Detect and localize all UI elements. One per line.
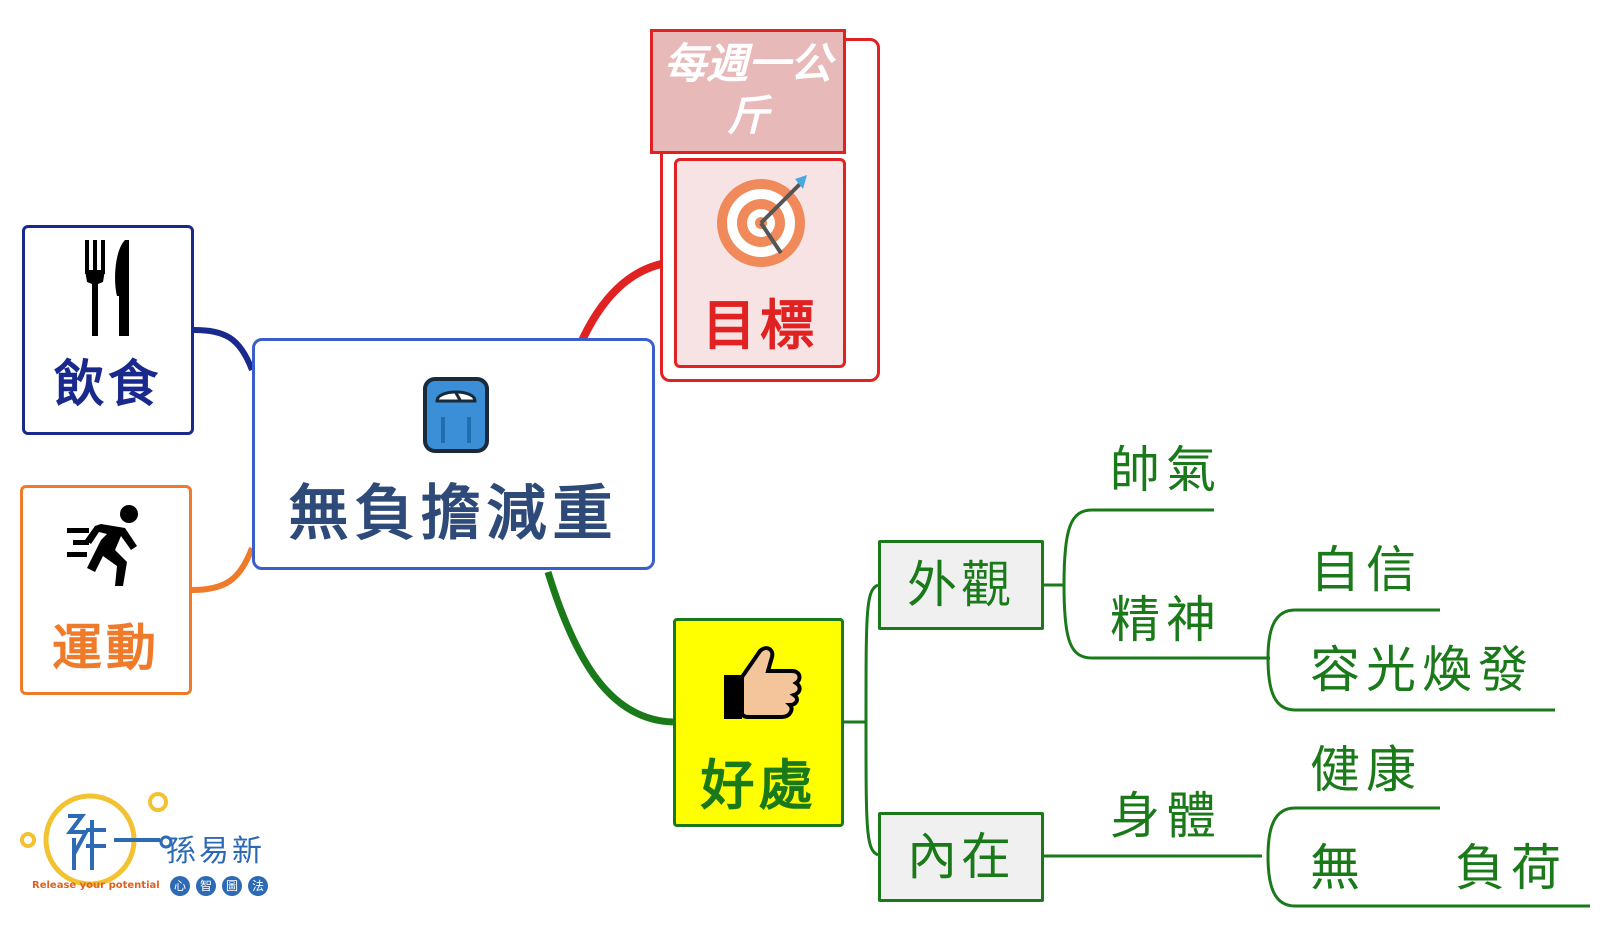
goal-callout[interactable]: 每週一公斤 xyxy=(650,29,846,154)
logo-name: 孫易新 xyxy=(166,834,265,869)
central-topic[interactable]: 無負擔減重 xyxy=(252,338,655,570)
no-burden-leaf-part2[interactable]: 負荷 xyxy=(1455,839,1567,897)
logo-pill-2: 智 xyxy=(196,876,216,896)
thumbs-up-icon xyxy=(724,646,802,719)
logo-tagline: Release your potential xyxy=(32,880,160,891)
radiant-leaf[interactable]: 容光煥發 xyxy=(1310,641,1534,699)
bathroom-scale-icon xyxy=(423,377,489,453)
logo-pill-3: 圖 xyxy=(222,876,242,896)
handsome-leaf[interactable]: 帥氣 xyxy=(1110,441,1222,499)
food-connector xyxy=(193,327,255,372)
food-topic-label: 飲食 xyxy=(54,355,162,413)
goal-connector xyxy=(576,258,675,347)
health-leaf[interactable]: 健康 xyxy=(1310,741,1422,799)
goal-topic[interactable]: 目標 xyxy=(674,158,846,368)
appearance-topic[interactable]: 外觀 xyxy=(878,540,1044,630)
central-topic-label: 無負擔減重 xyxy=(288,479,619,549)
fork-knife-icon xyxy=(85,240,129,336)
goal-callout-label: 每週一公斤 xyxy=(663,39,832,140)
food-topic[interactable]: 飲食 xyxy=(22,225,194,435)
logo-pill-4: 法 xyxy=(248,876,268,896)
benefits-connector xyxy=(544,570,674,726)
goal-topic-label: 目標 xyxy=(702,294,818,357)
exercise-connector xyxy=(191,546,255,593)
confidence-leaf[interactable]: 自信 xyxy=(1310,541,1422,599)
logo-pill-1: 心 xyxy=(170,876,190,896)
body-topic[interactable]: 身體 xyxy=(1110,787,1222,845)
inner-topic[interactable]: 內在 xyxy=(878,812,1044,902)
logo-mark-icon xyxy=(20,792,173,887)
target-arrow-icon xyxy=(717,175,807,267)
benefits-topic-label: 好處 xyxy=(700,754,817,817)
exercise-topic-label: 運動 xyxy=(52,619,160,677)
exercise-topic[interactable]: 運動 xyxy=(20,485,192,695)
brand-logo: 孫易新 Release your potential 心 智 圖 法 xyxy=(20,790,290,910)
no-burden-leaf-part1[interactable]: 無 xyxy=(1310,839,1366,897)
benefits-topic[interactable]: 好處 xyxy=(673,618,844,827)
running-person-icon xyxy=(67,505,138,586)
spirit-topic[interactable]: 精神 xyxy=(1110,591,1222,649)
